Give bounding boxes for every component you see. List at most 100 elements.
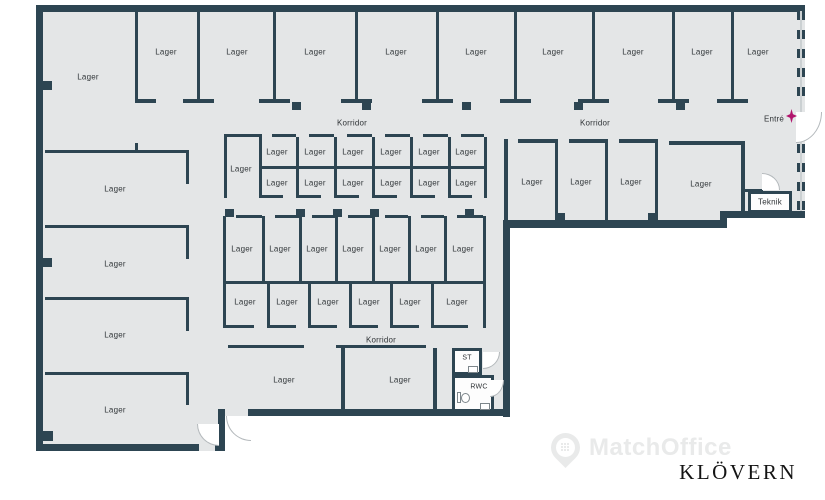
wall: [448, 195, 472, 198]
wall: [272, 134, 296, 137]
room-label: Lager: [380, 147, 402, 157]
wall: [336, 345, 426, 348]
room-label: Lager: [379, 244, 401, 254]
door-leaf: [462, 102, 471, 110]
rwc-label: RWC: [470, 383, 488, 391]
room-label: Lager: [304, 147, 326, 157]
room-label: Lager: [266, 178, 288, 188]
wall: [296, 195, 321, 198]
wall: [349, 284, 352, 328]
st-label: ST: [462, 354, 472, 362]
door-leaf: [370, 209, 379, 217]
room-label: Lager: [304, 178, 326, 188]
wall: [36, 5, 805, 12]
wall: [605, 139, 608, 221]
wall: [228, 345, 304, 348]
wall: [259, 195, 283, 198]
room-label: Lager: [399, 297, 421, 307]
room-label: Lager: [155, 47, 177, 57]
teknik-room: [748, 191, 792, 213]
entrance-door-arc: [796, 112, 822, 143]
wall: [555, 139, 558, 221]
room-label: Lager: [389, 375, 411, 385]
room-label: Lager: [415, 244, 437, 254]
door-leaf: [556, 213, 565, 221]
wall: [312, 215, 335, 218]
wall: [390, 284, 393, 328]
wall: [45, 372, 189, 375]
room-label: Lager: [317, 297, 339, 307]
sink-icon: [468, 366, 478, 373]
wall: [186, 152, 189, 184]
wall: [299, 216, 302, 281]
wall: [569, 139, 605, 143]
room-label: Lager: [342, 178, 364, 188]
floor-area: [504, 213, 727, 222]
room-label: Lager: [455, 178, 477, 188]
wall: [731, 12, 734, 100]
room-label: Lager: [226, 47, 248, 57]
room-label: Lager: [273, 375, 295, 385]
wall: [503, 221, 510, 417]
wall: [186, 299, 189, 331]
wall: [372, 216, 375, 281]
wall: [745, 189, 763, 192]
wall: [408, 216, 411, 281]
entrance-marker-icon: [786, 109, 797, 123]
floor-area: [36, 213, 190, 451]
door-leaf: [292, 102, 301, 110]
wall: [308, 325, 337, 328]
wall: [349, 325, 378, 328]
wall: [436, 12, 439, 100]
wall: [224, 134, 227, 198]
room-label: Lager: [231, 244, 253, 254]
wall: [135, 99, 156, 103]
entrance-label: Entré: [763, 114, 785, 124]
wall: [259, 166, 487, 169]
wall: [43, 81, 52, 90]
room-label: Lager: [418, 178, 440, 188]
room-label: Lager: [234, 297, 256, 307]
wall: [741, 141, 745, 213]
room-label: Lager: [230, 164, 252, 174]
door-leaf: [676, 102, 685, 110]
room-label: Lager: [542, 47, 564, 57]
wall: [334, 195, 359, 198]
watermark-text: MatchOffice: [589, 434, 732, 461]
wall: [672, 12, 675, 100]
wall: [483, 284, 486, 328]
room-label: Lager: [77, 72, 99, 82]
room-label: Lager: [104, 405, 126, 415]
wall: [720, 211, 805, 218]
room-label: Lager: [266, 147, 288, 157]
wall: [500, 99, 531, 103]
wall: [431, 325, 468, 328]
room-label: Lager: [465, 47, 487, 57]
wall: [236, 215, 262, 218]
wall: [461, 134, 484, 137]
matchoffice-building-icon: [560, 442, 569, 451]
wall: [135, 143, 138, 151]
room-label: Lager: [620, 177, 642, 187]
corridor-label: Korridor: [579, 118, 611, 128]
wall: [410, 195, 435, 198]
wall: [259, 99, 290, 103]
room-label: Lager: [380, 178, 402, 188]
wall: [385, 134, 410, 137]
wall: [717, 99, 748, 103]
wall: [433, 348, 437, 410]
room-label: Lager: [358, 297, 380, 307]
wall: [218, 409, 225, 451]
wall: [135, 12, 138, 100]
room-label: Lager: [342, 147, 364, 157]
wall: [335, 216, 338, 281]
wall: [43, 258, 52, 267]
wall: [223, 325, 254, 328]
door-leaf: [362, 102, 371, 110]
wall: [423, 134, 448, 137]
door-leaf: [574, 102, 583, 110]
door-leaf: [465, 209, 474, 217]
door-leaf: [648, 213, 657, 221]
wall: [309, 134, 334, 137]
